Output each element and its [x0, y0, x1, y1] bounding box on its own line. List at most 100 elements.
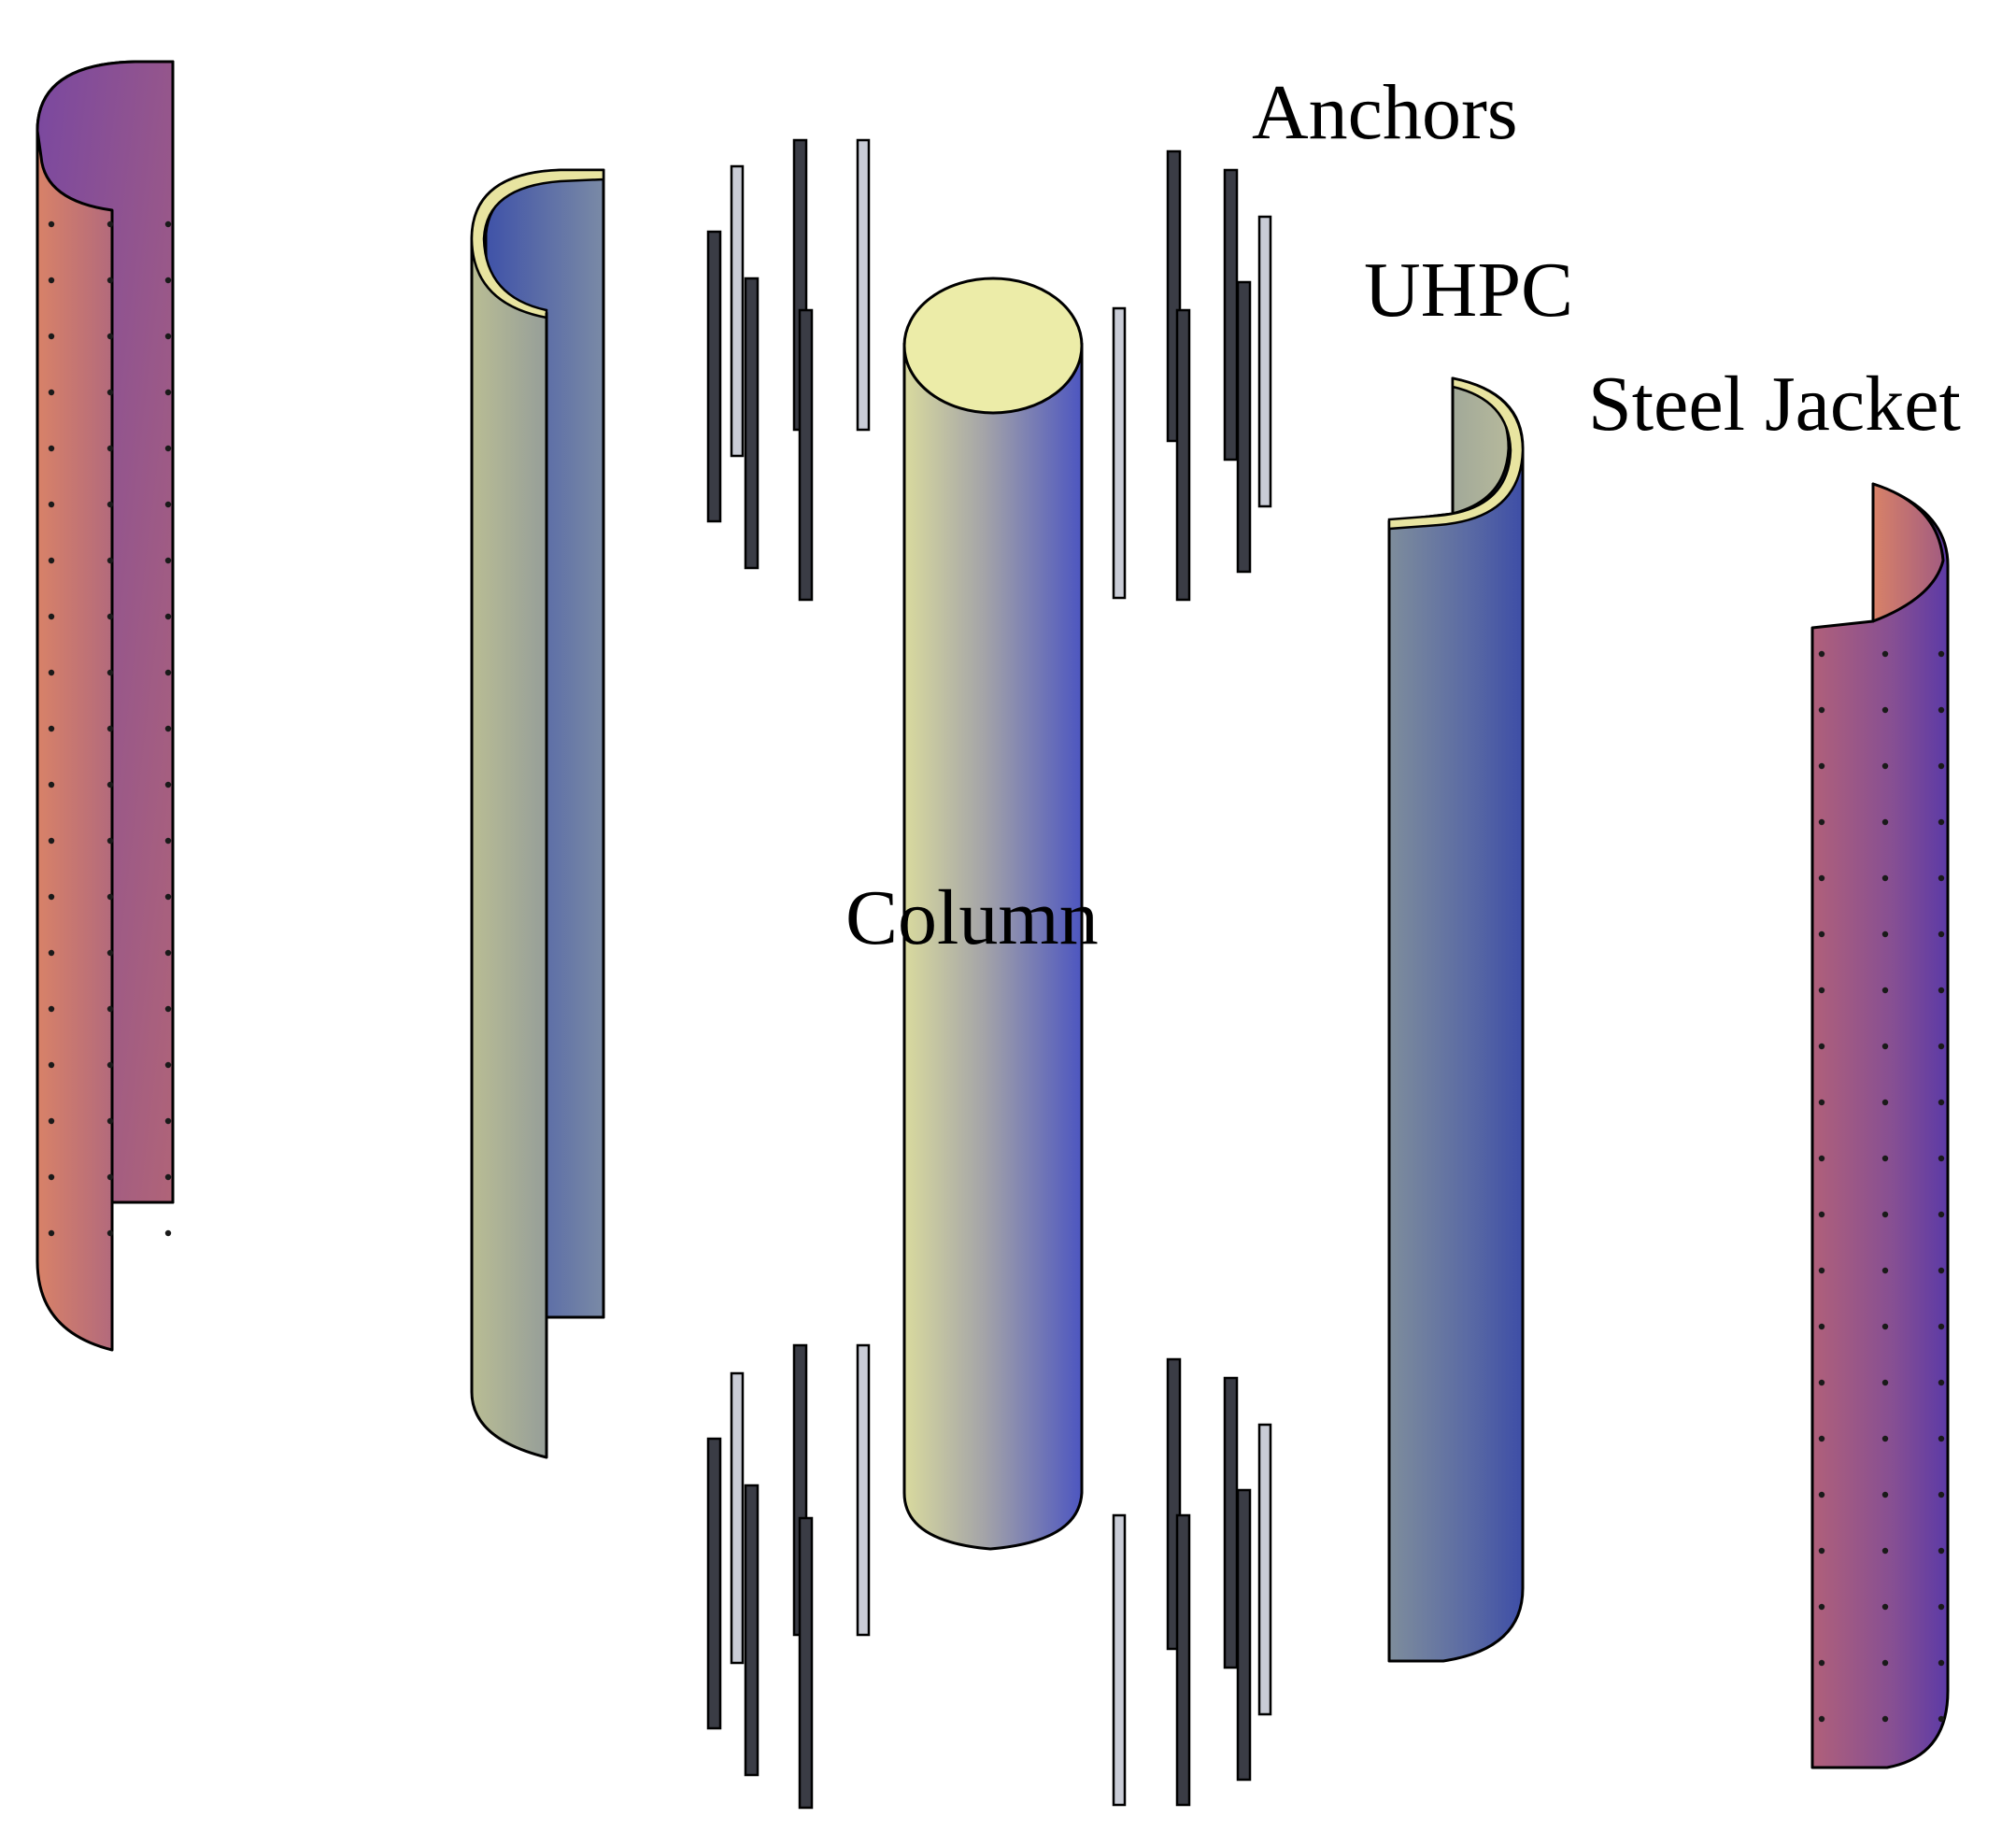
stud-dot: [106, 220, 114, 228]
anchors-top-right: [1112, 149, 1272, 602]
uhpc-shell-left: [470, 168, 605, 1459]
stud-dot: [164, 1061, 172, 1069]
stud-dot: [164, 1005, 172, 1013]
stud-dot: [106, 445, 114, 452]
stud-dot: [1818, 1379, 1825, 1386]
stud-dot: [1818, 1211, 1825, 1218]
stud-dot: [1881, 1715, 1889, 1723]
stud-dot: [48, 220, 55, 228]
stud-dot: [1818, 1603, 1825, 1611]
stud-dot: [1818, 1435, 1825, 1442]
stud-rows-right: [1818, 650, 1945, 1723]
stud-dot: [1881, 762, 1889, 770]
stud-dot: [48, 1005, 55, 1013]
stud-dot: [48, 669, 55, 676]
stud-dot: [48, 613, 55, 620]
stud-dot: [1881, 1155, 1889, 1162]
stud-dot: [164, 949, 172, 957]
stud-dot: [106, 613, 114, 620]
stud-dot: [164, 837, 172, 845]
label-steel-jacket: Steel Jacket: [1588, 361, 1961, 447]
stud-dot: [48, 1229, 55, 1237]
stud-dot: [164, 781, 172, 788]
stud-dot: [164, 893, 172, 901]
stud-dot: [1938, 874, 1945, 882]
stud-dot: [1881, 1211, 1889, 1218]
stud-dot: [164, 613, 172, 620]
stud-dot: [1881, 706, 1889, 714]
stud-dot: [106, 1229, 114, 1237]
stud-dot: [1818, 1547, 1825, 1555]
anchors-bottom-left: [706, 1343, 871, 1810]
stud-dot: [48, 837, 55, 845]
stud-dot: [1818, 1491, 1825, 1498]
stud-dot: [1881, 874, 1889, 882]
stud-dot: [1938, 1603, 1945, 1611]
label-anchors: Anchors: [1252, 69, 1518, 156]
stud-dot: [1881, 1491, 1889, 1498]
stud-dot: [106, 501, 114, 508]
stud-dot: [1938, 1659, 1945, 1667]
stud-dot: [1938, 706, 1945, 714]
stud-dot: [1938, 1715, 1945, 1723]
stud-dot: [1938, 1211, 1945, 1218]
stud-dot: [1818, 706, 1825, 714]
stud-dot: [48, 389, 55, 396]
stud-dot: [106, 389, 114, 396]
stud-dot: [106, 669, 114, 676]
stud-dot: [164, 220, 172, 228]
stud-dot: [1938, 1043, 1945, 1050]
stud-dot: [106, 1005, 114, 1013]
stud-dot: [1938, 818, 1945, 826]
stud-dot: [48, 781, 55, 788]
stud-dot: [1938, 1435, 1945, 1442]
stud-dot: [1938, 1099, 1945, 1106]
stud-dot: [1818, 650, 1825, 658]
stud-dot: [106, 1117, 114, 1125]
stud-dot: [1938, 1267, 1945, 1274]
stud-dot: [1881, 1547, 1889, 1555]
stud-dot: [164, 557, 172, 564]
stud-dot: [1881, 1323, 1889, 1330]
steel-jacket-left: [35, 60, 175, 1352]
stud-dot: [106, 949, 114, 957]
stud-dot: [1938, 987, 1945, 994]
stud-dot: [164, 445, 172, 452]
stud-dot: [1818, 762, 1825, 770]
stud-dot: [106, 781, 114, 788]
stud-dot: [48, 1173, 55, 1181]
stud-dot: [48, 333, 55, 340]
stud-dot: [1938, 930, 1945, 938]
stud-dot: [1881, 1043, 1889, 1050]
stud-dot: [164, 277, 172, 284]
stud-dot: [1818, 1043, 1825, 1050]
stud-dot: [1938, 1323, 1945, 1330]
stud-dot: [106, 1061, 114, 1069]
stud-dot: [1818, 1659, 1825, 1667]
stud-dot: [164, 333, 172, 340]
stud-dot: [106, 333, 114, 340]
stud-dot: [1938, 1491, 1945, 1498]
stud-dot: [1881, 1099, 1889, 1106]
stud-dot: [1881, 1659, 1889, 1667]
stud-dot: [1881, 987, 1889, 994]
stud-dot: [106, 277, 114, 284]
stud-dot: [106, 893, 114, 901]
uhpc-shell-right: [1387, 376, 1525, 1663]
stud-dot: [164, 1229, 172, 1237]
column: [902, 277, 1084, 1551]
stud-dot: [1818, 1323, 1825, 1330]
stud-dot: [1881, 930, 1889, 938]
stud-dot: [1818, 874, 1825, 882]
stud-dot: [164, 1117, 172, 1125]
stud-dot: [1818, 1099, 1825, 1106]
label-uhpc: UHPC: [1364, 247, 1573, 334]
stud-dot: [106, 1173, 114, 1181]
stud-dot: [1818, 818, 1825, 826]
stud-dot: [164, 501, 172, 508]
stud-dot: [1938, 1379, 1945, 1386]
anchors-bottom-right: [1112, 1357, 1272, 1807]
stud-dot: [164, 1173, 172, 1181]
stud-dot: [48, 893, 55, 901]
